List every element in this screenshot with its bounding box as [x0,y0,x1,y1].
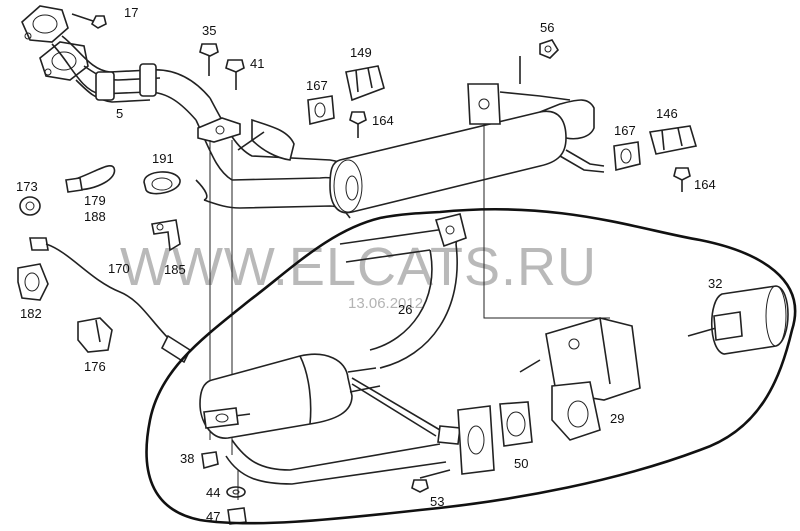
callout-149: 149 [350,45,372,60]
callout-29: 29 [610,411,624,426]
watermark-text: WWW.ELCATS.RU [120,237,597,297]
leader-line-valve [483,124,610,319]
callout-164-right: 164 [694,177,716,192]
flange-joint [203,407,239,429]
callout-50: 50 [514,456,528,471]
manifold-flange-upper [21,5,69,43]
callout-47: 47 [206,509,220,524]
bracket-185 [151,219,181,252]
flange-plate-rear [457,405,495,475]
clamp-191 [143,171,181,195]
callout-146: 146 [656,106,678,121]
callout-191: 191 [152,151,174,166]
callout-167-left: 167 [306,78,328,93]
callout-32: 32 [708,276,722,291]
callout-179: 179 [84,193,106,208]
bolt-164-left [349,111,367,138]
bolt-53 [411,469,451,493]
exhaust-valve-29 [519,317,641,441]
callout-35: 35 [202,23,216,38]
rear-mount-plate [467,56,571,125]
holder-182 [17,263,49,301]
callout-41: 41 [250,56,264,71]
callout-38: 38 [180,451,194,466]
clip-146 [648,125,698,155]
callout-44: 44 [206,485,220,500]
callout-170: 170 [108,261,130,276]
rubber-mount-167-left [307,95,335,126]
watermark-date: 13.06.2012 [348,295,423,312]
pipe-bracket [197,117,295,161]
intermediate-pipe-26 [339,213,467,369]
oxygen-sensor-170 [29,237,192,364]
callout-176: 176 [84,359,106,374]
callout-185: 185 [164,262,186,277]
bolt-35 [199,43,219,76]
highlight-outline [145,207,797,525]
gasket-50 [499,401,533,447]
rear-muffler [329,99,605,214]
rubber-mount-167-right [613,141,641,172]
bolt-41 [225,59,245,90]
callout-56: 56 [540,20,554,35]
callout-26: 26 [398,302,412,317]
callout-53: 53 [430,494,444,509]
catalytic-converter [199,353,381,439]
nut-38 [201,451,219,470]
callout-17: 17 [124,5,138,20]
manifold-flange-lower [39,41,89,81]
callout-5: 5 [116,106,123,121]
callout-182: 182 [20,306,42,321]
nut-56 [539,39,560,59]
grommet-173 [19,196,41,216]
holder-176 [77,317,113,353]
clip-149 [345,65,385,102]
callout-167-right: 167 [614,123,636,138]
washer-44 [226,486,246,498]
cable-tie-179 [65,165,116,193]
callout-164-left: 164 [372,113,394,128]
callout-188: 188 [84,209,106,224]
callout-173: 173 [16,179,38,194]
bolt-164-right [673,167,691,192]
bolt-17 [71,13,107,29]
rod-connector [351,377,461,445]
tail-pipe-32 [687,285,789,355]
